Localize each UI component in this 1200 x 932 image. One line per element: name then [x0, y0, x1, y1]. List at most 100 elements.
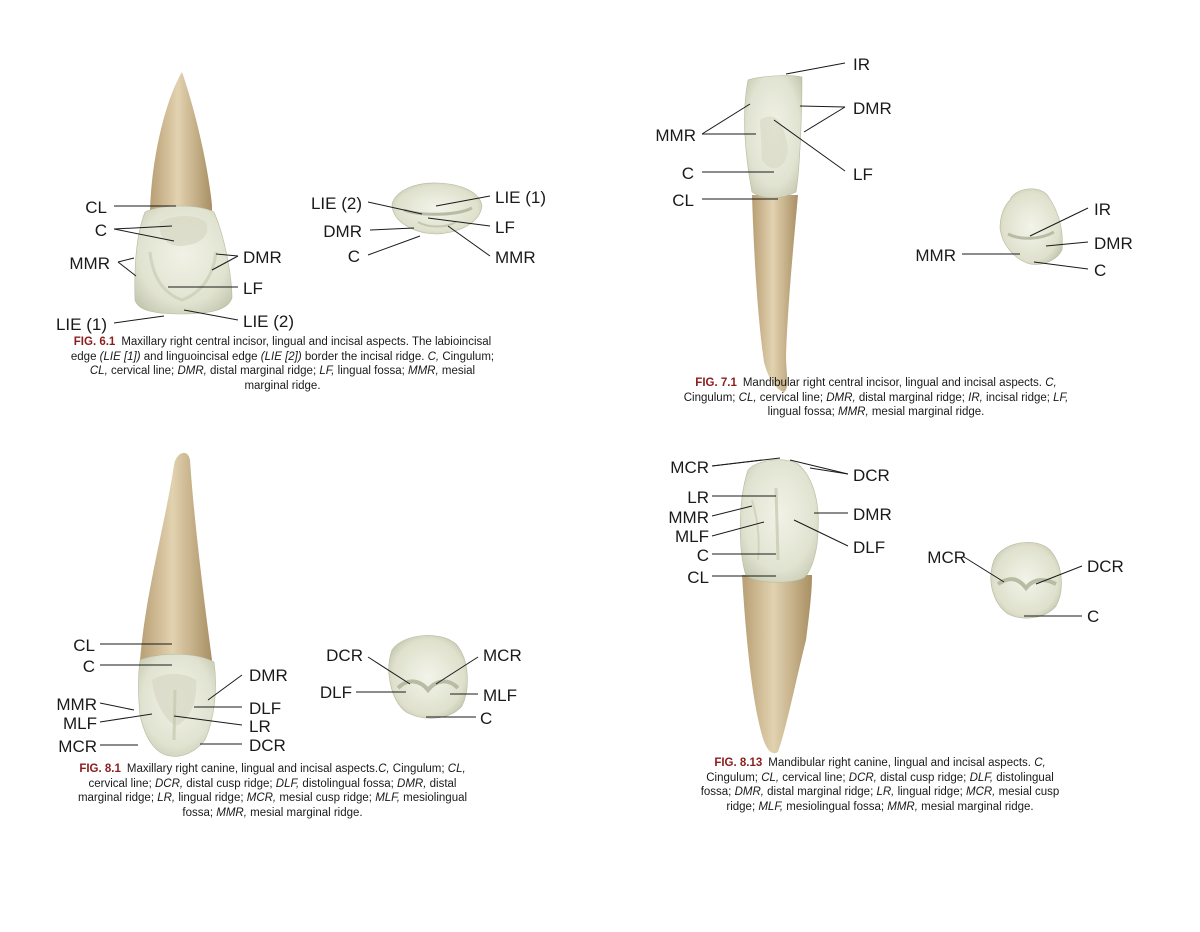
label-c: C: [697, 546, 709, 565]
label-mlf: MLF: [63, 714, 97, 733]
caption-text-run: mesial marginal ridge.: [244, 365, 476, 392]
fig-6-1-number: FIG. 6.1: [73, 336, 116, 348]
label-lf: LF: [243, 279, 263, 298]
caption-text-run: distal marginal ridge;: [763, 786, 877, 798]
caption-text-run: lingual fossa;: [767, 406, 838, 418]
label-lie-1: LIE (1): [56, 315, 107, 334]
caption-text-run: MCR,: [965, 786, 996, 798]
caption-text-run: Cingulum;: [706, 771, 762, 784]
caption-text-run: MCR,: [246, 792, 277, 804]
fig-6-1-lingual-tooth: [134, 72, 233, 315]
caption-text-run: mesial cusp ridge;: [726, 786, 1060, 813]
caption-text-run: DMR,: [826, 391, 856, 404]
label-c: C: [83, 657, 95, 676]
label-dmr: DMR: [249, 666, 288, 685]
fig-8-1-incisal-tooth: [388, 635, 468, 719]
incisal-label-c: C: [480, 709, 492, 728]
incisal-label-c: C: [348, 247, 360, 266]
fig-8-1-number: FIG. 8.1: [79, 763, 121, 775]
caption-text-run: mesial marginal ridge.: [246, 806, 363, 819]
caption-text-run: MLF,: [758, 800, 784, 813]
fig-8-1-labels: CL C DMR MMR DLF MLF LR MCR DCR DCR MCR …: [56, 636, 521, 756]
label-dmr: DMR: [853, 505, 892, 524]
caption-text-run: Cingulum;: [389, 763, 448, 775]
caption-text-run: cervical line;: [88, 777, 155, 790]
label-lie-2: LIE (2): [243, 312, 294, 331]
incisal-label-dcr: DCR: [326, 646, 363, 665]
caption-text-run: C,: [378, 763, 390, 775]
caption-text-run: IR,: [968, 391, 983, 404]
caption-text-run: Cingulum;: [439, 350, 495, 363]
label-ir: IR: [853, 55, 870, 74]
caption-text-run: Mandibular right central incisor, lingua…: [742, 377, 1046, 389]
label-mmr: MMR: [668, 508, 709, 527]
fig-7-1-lingual-tooth: [744, 75, 803, 392]
caption-text-run: C,: [1034, 757, 1046, 769]
fig-6-1-group: CL C MMR DMR LF LIE (1) LIE (2) LIE (2) …: [56, 72, 546, 334]
caption-text-run: distolingual fossa;: [299, 777, 398, 790]
label-mlf: MLF: [675, 527, 709, 546]
caption-text-run: MMR,: [408, 365, 439, 377]
caption-text-run: DLF,: [969, 771, 994, 784]
label-lr: LR: [687, 488, 709, 507]
caption-text-run: Mandibular right canine, lingual and inc…: [768, 757, 1035, 769]
caption-text-run: MMR,: [216, 806, 247, 819]
fig-7-1-group: IR DMR MMR C LF CL IR DMR MMR C: [655, 55, 1133, 392]
caption-text-run: mesial marginal ridge.: [868, 406, 985, 418]
caption-text-run: mesiolingual fossa;: [783, 800, 888, 813]
fig-8-1-leader-lines: [99, 643, 479, 746]
fig-8-13-labels: MCR DCR LR MMR DMR MLF DLF C CL MCR DCR …: [668, 458, 1123, 626]
incisal-label-mmr: MMR: [495, 248, 536, 267]
incisal-label-lie-1: LIE (1): [495, 188, 546, 207]
fig-7-1-number: FIG. 7.1: [695, 377, 737, 389]
fig-6-1-incisal-tooth: [391, 182, 483, 235]
fig-7-1-leader-lines: [701, 62, 1089, 270]
label-c: C: [682, 164, 694, 183]
label-lf: LF: [853, 165, 873, 184]
caption-text-run: distal cusp ridge;: [183, 777, 276, 790]
fig-8-1-group: CL C DMR MMR DLF MLF LR MCR DCR DCR MCR …: [56, 452, 522, 757]
fig-8-13-lingual-tooth: [739, 459, 819, 754]
caption-text-run: and linguoincisal edge: [140, 350, 261, 363]
caption-text-run: LR,: [876, 786, 895, 798]
caption-text-run: DMR,: [397, 777, 427, 790]
caption-text-run: lingual ridge;: [175, 792, 247, 804]
fig-8-1-lingual-tooth: [138, 452, 216, 757]
caption-text-run: CL,: [447, 763, 466, 775]
caption-text-run: LR,: [157, 792, 176, 804]
label-cl: CL: [85, 198, 107, 217]
caption-text-run: LF,: [1053, 391, 1069, 404]
fig-7-1-incisal-tooth: [999, 188, 1063, 265]
caption-text-run: MMR,: [887, 800, 918, 813]
label-mmr: MMR: [69, 254, 110, 273]
fig-8-13-group: MCR DCR LR MMR DMR MLF DLF C CL MCR DCR …: [668, 457, 1124, 754]
label-dcr: DCR: [249, 736, 286, 755]
caption-text-run: Maxillary right central incisor, lingual…: [70, 336, 492, 363]
incisal-label-dmr: DMR: [1094, 234, 1133, 253]
caption-text-run: distal marginal ridge;: [206, 365, 320, 377]
incisal-label-dlf: DLF: [320, 683, 352, 702]
label-dmr: DMR: [853, 99, 892, 118]
caption-text-run: CL,: [89, 365, 108, 377]
incisal-label-mmr: MMR: [915, 246, 956, 265]
caption-text-run: CL,: [761, 771, 780, 784]
label-dcr: DCR: [853, 466, 890, 485]
label-c: C: [95, 221, 107, 240]
caption-text-run: cervical line;: [107, 365, 178, 377]
fig-7-1-caption: FIG. 7.1 Mandibular right central incisor…: [676, 376, 1076, 420]
label-cl: CL: [687, 568, 709, 587]
label-dlf: DLF: [249, 699, 281, 718]
caption-text-run: lingual fossa;: [334, 365, 408, 377]
caption-text-run: distal cusp ridge;: [876, 771, 970, 784]
fig-6-1-labels: CL C MMR DMR LF LIE (1) LIE (2) LIE (2) …: [56, 188, 546, 334]
incisal-label-lf: LF: [495, 218, 515, 237]
caption-text-run: Cingulum;: [683, 391, 739, 404]
label-cl: CL: [73, 636, 95, 655]
incisal-label-mcr: MCR: [927, 548, 966, 567]
caption-text-run: MLF,: [375, 792, 400, 804]
caption-text-run: DCR,: [154, 777, 184, 790]
